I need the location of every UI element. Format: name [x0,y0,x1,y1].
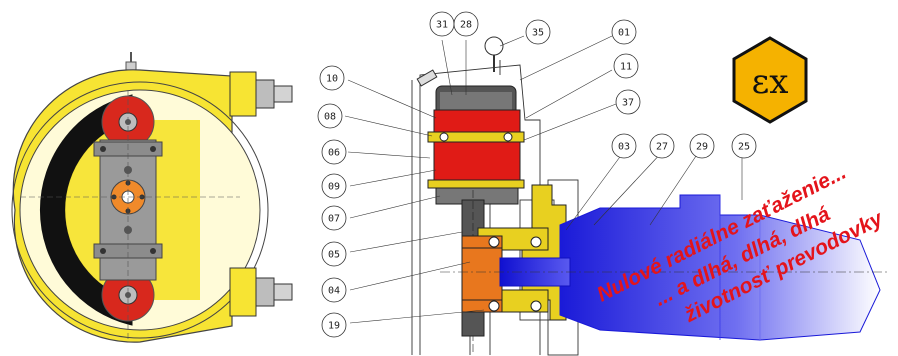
callout-circle [611,133,637,159]
ex-hexagon [732,36,808,124]
callout-label: 09 [328,182,340,193]
callout-circle [615,89,641,115]
callout-08: 08 [317,103,343,129]
callout-label: 01 [618,28,630,39]
callout-label: 35 [532,28,544,39]
callout-19: 19 [321,312,347,338]
callout-label: 27 [656,142,668,153]
callout-05: 05 [321,241,347,267]
callout-11: 11 [613,53,639,79]
callout-label: 08 [324,112,336,123]
callout-circle [731,133,757,159]
callout-label: 04 [328,286,340,297]
callout-07: 07 [321,205,347,231]
ex-symbol: εx [752,62,789,102]
callouts: 31 28 35 01 10 11 08 37 06 03 27 29 25 09 07 05 04 19 [317,11,757,338]
callout-circle [319,65,345,91]
callout-06: 06 [321,139,347,165]
callout-circle [321,241,347,267]
callout-label: 06 [328,148,340,159]
callout-leaders [344,35,743,324]
callout-09: 09 [321,173,347,199]
callout-circle [321,312,347,338]
callout-circle [525,19,551,45]
vent-bolt [416,69,438,87]
callout-29: 29 [689,133,715,159]
callout-28: 28 [453,11,479,37]
callout-31: 31 [429,11,455,37]
pump-front-view [11,52,293,343]
eye-bolt [484,36,504,72]
callout-circle [613,53,639,79]
callout-label: 37 [622,98,634,109]
callout-label: 07 [328,214,340,225]
callout-label: 29 [696,142,708,153]
ex-hazard-badge: εx [732,36,808,124]
callout-35: 35 [525,19,551,45]
callout-circle [689,133,715,159]
callout-circle [321,205,347,231]
hub-section [461,235,542,337]
callout-label: 05 [328,250,340,261]
callout-label: 03 [618,142,630,153]
section-drawing [411,36,890,356]
callout-04: 04 [321,277,347,303]
port-upper [229,71,293,117]
callout-27: 27 [649,133,675,159]
callout-circle [649,133,675,159]
callout-10: 10 [319,65,345,91]
callout-label: 19 [328,321,340,332]
roller-section [427,85,525,205]
callout-01: 01 [611,19,637,45]
port-lower [229,267,293,317]
callout-label: 11 [620,62,632,73]
callout-label: 31 [436,20,448,31]
callout-circle [453,11,479,37]
callout-circle [321,139,347,165]
callout-37: 37 [615,89,641,115]
callout-label: 25 [738,142,750,153]
callout-label: 10 [326,74,338,85]
callout-circle [611,19,637,45]
callout-03: 03 [611,133,637,159]
callout-25: 25 [731,133,757,159]
callout-circle [321,277,347,303]
callout-circle [317,103,343,129]
callout-circle [321,173,347,199]
callout-label: 28 [460,20,472,31]
